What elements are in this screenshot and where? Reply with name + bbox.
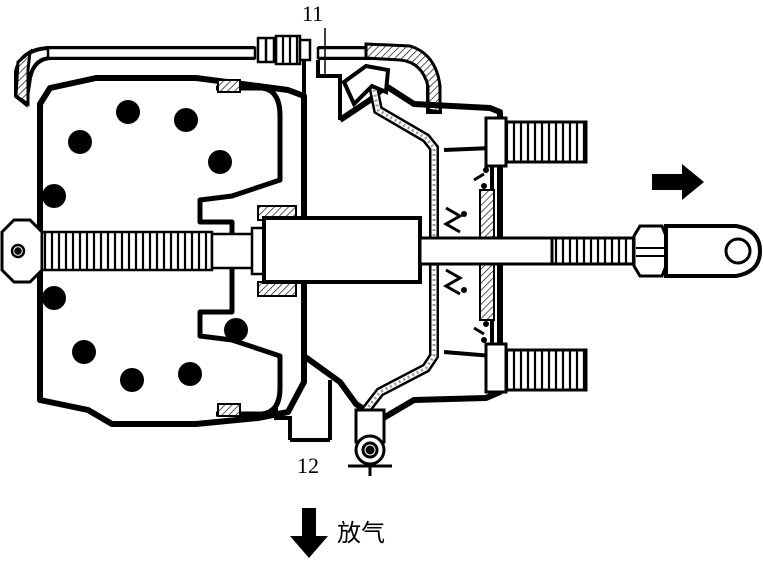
push-rod-direction-arrow bbox=[652, 164, 704, 200]
push-rod bbox=[418, 224, 668, 278]
spring-coils bbox=[42, 100, 248, 392]
return-spring bbox=[442, 172, 485, 336]
center-seal-bottom bbox=[257, 281, 297, 297]
piston-seal-top bbox=[217, 79, 241, 93]
return-spring-dots bbox=[461, 167, 489, 343]
diaphragm-clamp-top bbox=[341, 63, 391, 108]
mounting-stud-top bbox=[484, 116, 588, 168]
release-bolt bbox=[0, 218, 266, 284]
port-11 bbox=[302, 60, 342, 120]
exhaust-label: 放气 bbox=[337, 521, 385, 547]
port-12-label: 12 bbox=[297, 453, 319, 478]
piston-center-tube bbox=[262, 216, 422, 284]
clamp-bolt bbox=[256, 34, 312, 66]
clamp-band-fill-left bbox=[46, 46, 257, 60]
port-12 bbox=[274, 380, 332, 442]
bottom-clamp-bolt bbox=[348, 408, 392, 476]
clamp-band-hook-left bbox=[14, 48, 32, 107]
clamp-band-hook-right bbox=[364, 42, 442, 114]
port-11-label: 11 bbox=[302, 1, 324, 26]
piston-seal-bottom bbox=[217, 403, 241, 417]
clevis bbox=[664, 224, 763, 278]
exhaust-direction-arrow bbox=[290, 508, 328, 558]
mounting-stud-bottom bbox=[484, 342, 588, 394]
